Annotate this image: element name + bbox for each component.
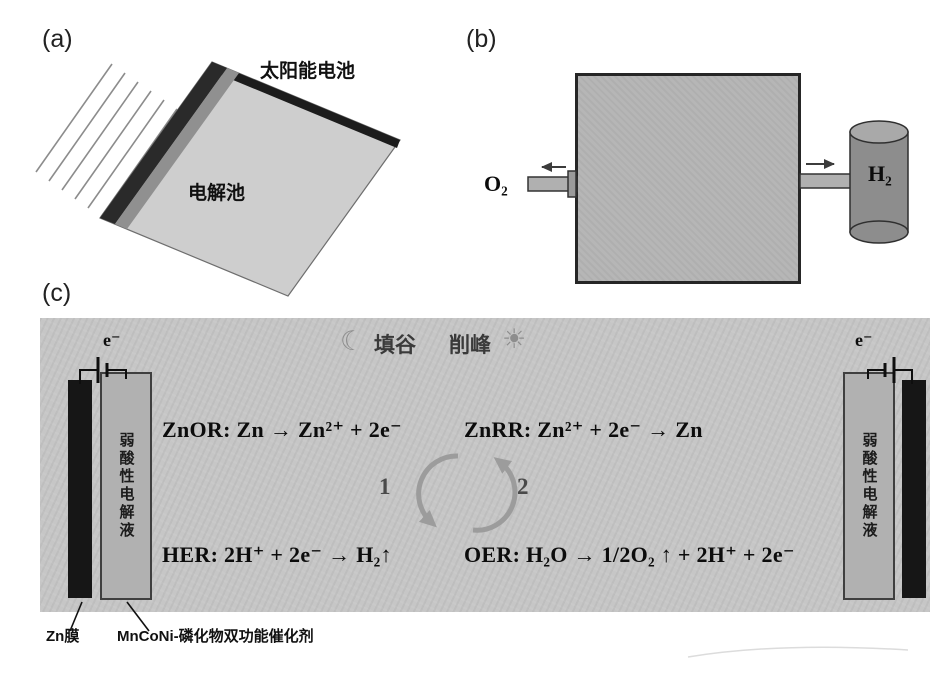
zn-film-electrode-right: [902, 380, 926, 598]
solar-cell-label: 太阳能电池: [260, 61, 356, 82]
electrolyzer-box: [575, 73, 801, 284]
electrolyte-label-left: 弱酸性电解液: [117, 432, 135, 540]
cycle-step-2: 2: [517, 474, 529, 499]
solar-panel-drawing: [99, 61, 401, 297]
oxygen-label: O₂: [484, 171, 508, 196]
oxygen-outlet-tube: [527, 162, 578, 198]
reaction-znor: ZnOR: Zn → Zn²⁺ + 2e⁻: [162, 417, 402, 442]
cycle-step-1: 1: [379, 474, 391, 499]
catalyst-label: MnCoNi-磷化物双功能催化剂: [117, 628, 314, 645]
electrolyte-label-right: 弱酸性电解液: [860, 432, 878, 540]
scan-artifact-line: [687, 646, 909, 658]
hydrogen-outlet-tube: [799, 159, 853, 189]
zn-film-label: Zn膜: [46, 628, 80, 645]
reaction-oer: OER: H₂O → 1/2O₂ ↑ + 2H⁺ + 2e⁻: [464, 542, 795, 567]
panel-c-label: (c): [42, 279, 72, 307]
catalyst-electrode-left: 弱酸性电解液: [100, 372, 152, 600]
hydrogen-label: H₂: [868, 161, 892, 186]
reaction-znrr: ZnRR: Zn²⁺ + 2e⁻ → Zn: [464, 417, 703, 442]
valley-fill-label: 填谷: [374, 334, 416, 357]
electrolyzer-label: 电解池: [188, 183, 246, 204]
sun-icon: ☀: [502, 324, 527, 354]
zn-film-electrode-left: [68, 380, 92, 598]
panel-a-label: (a): [42, 25, 73, 53]
panel-b-label: (b): [466, 25, 497, 53]
moon-icon: ☾: [340, 326, 365, 356]
catalyst-electrode-right: 弱酸性电解液: [843, 372, 895, 600]
electron-label-right: e⁻: [855, 330, 873, 350]
sun-rays-icon: [35, 63, 178, 218]
electron-label-left: e⁻: [103, 330, 121, 350]
peak-shave-label: 削峰: [449, 334, 491, 357]
electrolyzer-cross-section-panel: [40, 318, 930, 612]
reaction-her: HER: 2H⁺ + 2e⁻ → H₂↑: [162, 542, 392, 567]
